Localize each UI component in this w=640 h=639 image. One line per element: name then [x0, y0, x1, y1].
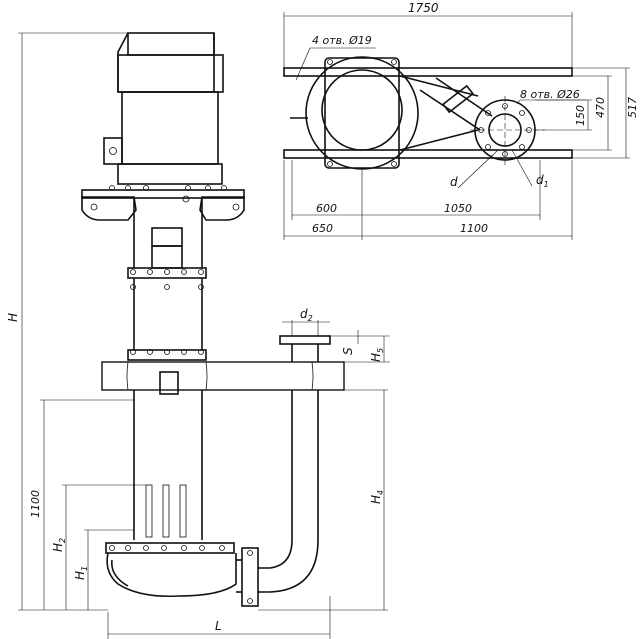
label-dim-470: 470 [594, 97, 607, 118]
motor [103, 32, 224, 185]
plan-view [283, 12, 630, 240]
label-H2: H2 [51, 538, 67, 552]
label-H4: H4 [369, 490, 385, 504]
label-holes-flange: 8 отв. Ø26 [520, 88, 580, 101]
label-S: S [341, 347, 355, 355]
label-H1: H1 [73, 566, 89, 580]
label-dim-1100-plan: 1100 [460, 222, 488, 235]
label-H5: H5 [369, 348, 385, 362]
label-d1: d1 [536, 173, 549, 189]
label-overall-width: 1750 [408, 1, 439, 15]
discharge-pipe [258, 335, 331, 593]
label-holes-top: 4 отв. Ø19 [312, 34, 372, 47]
column [127, 267, 207, 361]
label-dim-517: 517 [626, 97, 639, 118]
label-d2: d2 [300, 307, 313, 323]
label-dim-600: 600 [316, 202, 337, 215]
label-dim-1050: 1050 [444, 202, 472, 215]
pump-casing [105, 542, 259, 607]
side-dimensions [18, 32, 390, 639]
label-L: L [215, 619, 222, 633]
label-dim-1100-side: 1100 [29, 490, 42, 518]
suction-column [133, 390, 203, 540]
label-dim-650: 650 [312, 222, 333, 235]
motor-bracket [81, 185, 245, 269]
label-d: d [450, 175, 458, 189]
labels: 1750 4 отв. Ø19 8 отв. Ø26 517 470 150 6… [6, 1, 639, 633]
plan-dimensions [283, 12, 630, 240]
label-dim-150: 150 [574, 105, 587, 126]
mounting-plate [101, 361, 345, 395]
label-H: H [6, 313, 20, 322]
side-view [18, 32, 390, 639]
